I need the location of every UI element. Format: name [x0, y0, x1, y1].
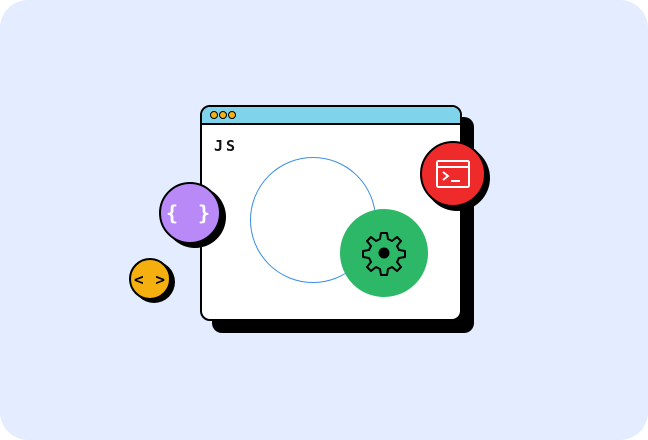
js-label: JS — [214, 137, 239, 155]
window-dot-icon — [219, 111, 227, 119]
gear-glyph — [362, 232, 406, 276]
window-dot-icon — [228, 111, 236, 119]
code-angles-icon: < > — [129, 258, 171, 300]
gear-icon — [340, 209, 428, 297]
braces-glyph: { } — [165, 201, 215, 225]
angles-glyph: < > — [134, 269, 166, 289]
window-titlebar — [202, 107, 460, 125]
browser-window: JS — [200, 105, 462, 321]
braces-icon: { } — [159, 182, 221, 244]
terminal-glyph — [436, 160, 470, 188]
window-dot-icon — [210, 111, 218, 119]
terminal-icon — [420, 141, 486, 207]
